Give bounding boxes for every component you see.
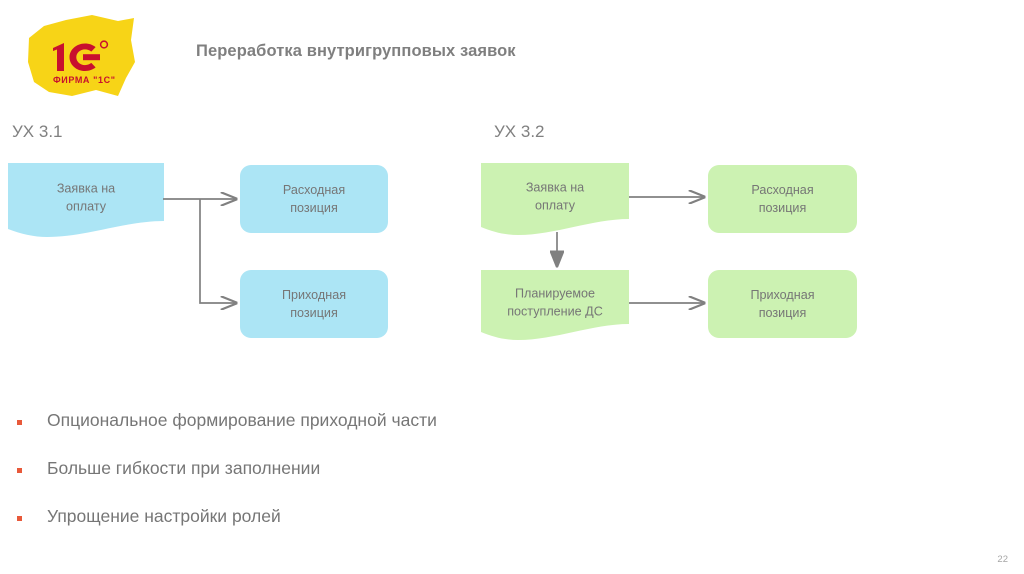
- node-label-line2: позиция: [290, 201, 338, 215]
- node-rashodnaya-poziciya-ux32[interactable]: Расходная позиция: [708, 165, 857, 233]
- bullet-square-icon: [17, 516, 22, 521]
- bullet-text: Больше гибкости при заполнении: [47, 458, 321, 478]
- node-label: Расходная позиция: [240, 181, 388, 218]
- node-label-line2: позиция: [758, 306, 807, 320]
- page-number: 22: [997, 554, 1008, 565]
- list-item: Упрощение настройки ролей: [14, 504, 714, 552]
- node-shape-document: [481, 163, 629, 235]
- logo-brush-shape: [28, 15, 135, 96]
- logo-caption: ФИРМА "1С": [53, 75, 116, 85]
- bullet-text: Опциональное формирование приходной част…: [47, 410, 437, 430]
- node-label-line1: Приходная: [281, 287, 347, 302]
- node-label: Расходная позиция: [708, 181, 857, 218]
- bullet-list: Опциональное формирование приходной част…: [14, 408, 714, 552]
- list-item: Больше гибкости при заполнении: [14, 456, 714, 504]
- bullet-text: Упрощение настройки ролей: [47, 506, 281, 526]
- list-item: Опциональное формирование приходной част…: [14, 408, 714, 456]
- node-prihodnaya-poziciya-ux32[interactable]: Приходная позиция: [708, 270, 857, 338]
- node-label-line2: позиция: [290, 306, 338, 320]
- logo-mark: ФИРМА "1С": [53, 40, 116, 85]
- node-label: Приходная позиция: [708, 286, 857, 323]
- diagram-caption-ux32: УХ 3.2: [494, 122, 545, 141]
- page-title: Переработка внутригрупповых заявок: [196, 42, 516, 60]
- node-label-line2: позиция: [758, 201, 807, 215]
- bullet-square-icon: [17, 468, 22, 473]
- node-zayavka-na-oplatu-ux31[interactable]: Заявка на оплату Заявка на оплату: [8, 163, 164, 237]
- node-label-line1: Приходная: [750, 287, 815, 302]
- connector-zayavka-to-prihodnaya-ux31: [199, 199, 236, 303]
- node-label-line1: Расходная: [751, 182, 814, 197]
- node-zayavka-na-oplatu-ux32[interactable]: Заявка на оплату: [481, 163, 629, 235]
- node-label-line1: Расходная: [282, 182, 346, 197]
- node-prihodnaya-poziciya-ux31[interactable]: Приходная позиция: [240, 270, 388, 338]
- node-shape-document: [481, 270, 629, 340]
- 1c-logo: ФИРМА "1С": [22, 12, 140, 102]
- bullet-square-icon: [17, 420, 22, 425]
- node-shape-document: [8, 163, 164, 237]
- node-label: Приходная позиция: [240, 286, 388, 323]
- node-rashodnaya-poziciya-ux31[interactable]: Расходная позиция: [240, 165, 388, 233]
- diagram-caption-ux31: УХ 3.1: [12, 122, 63, 141]
- node-planiruemoe-postuplenie-ds[interactable]: Планируемое поступление ДС: [481, 270, 629, 340]
